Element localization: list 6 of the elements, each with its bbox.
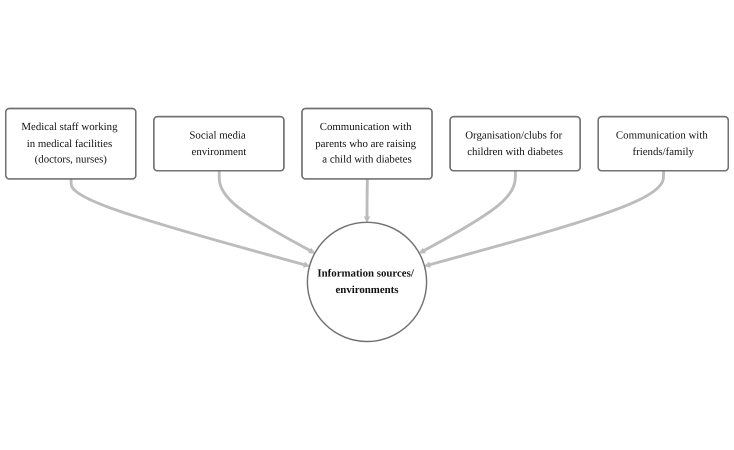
arrow [70, 179, 310, 268]
arrow [424, 171, 665, 268]
arrow [218, 171, 316, 254]
arrow [364, 179, 370, 223]
arrow [418, 171, 517, 254]
node-circle: Information sources/ environments [306, 222, 428, 342]
